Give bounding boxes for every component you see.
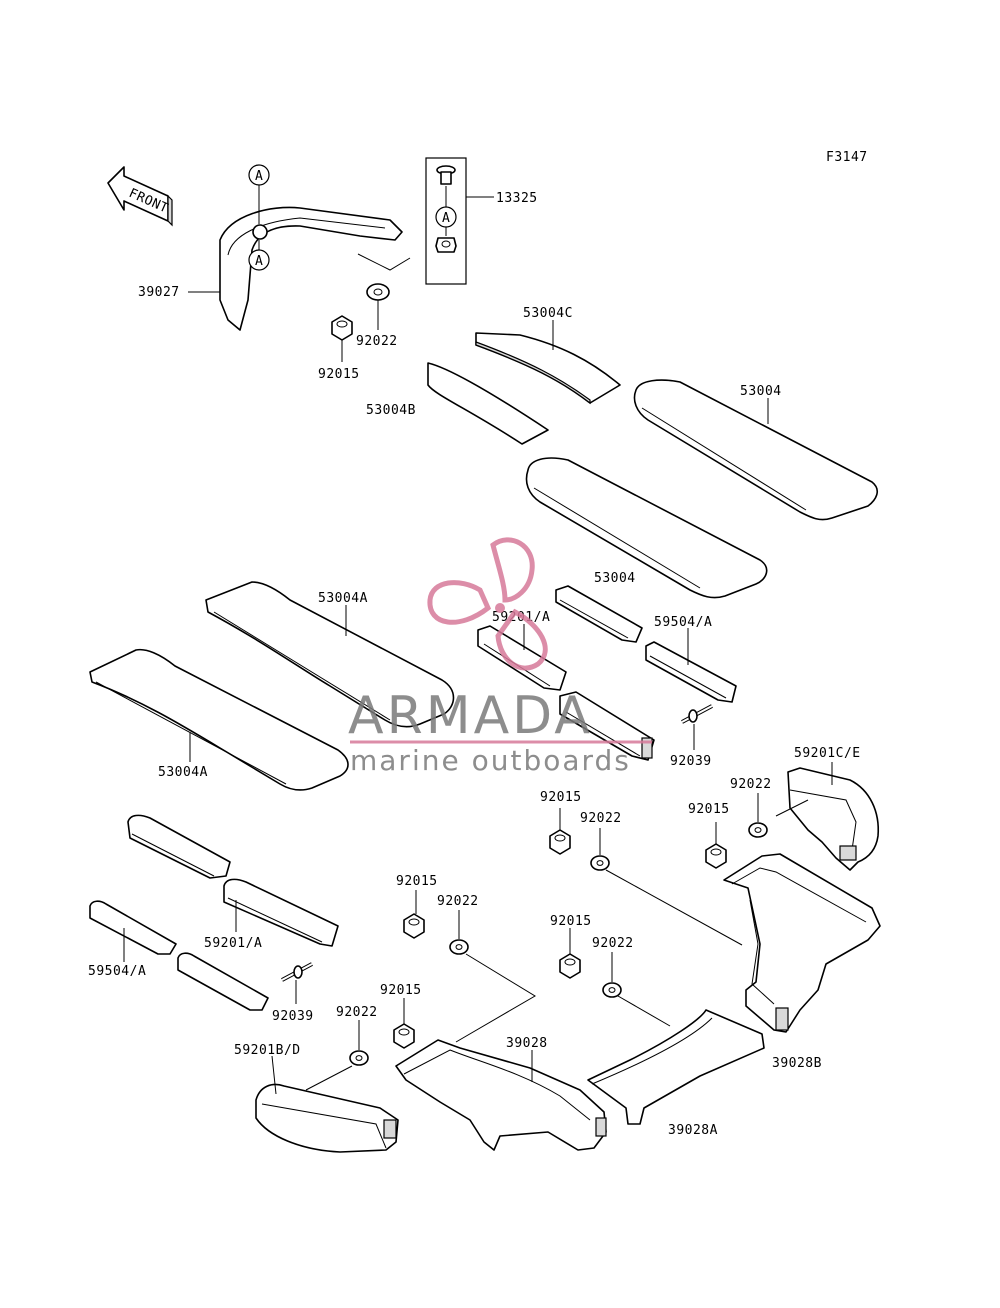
cover-39028A [587,1009,765,1125]
label-92022-c3: 92022 [592,936,634,951]
marker-a-top: A [248,164,270,186]
label-92022-c2: 92022 [437,894,479,909]
mat-53004-middle [525,457,768,599]
label-92015-r1: 92015 [688,802,730,817]
label-92015-c4: 92015 [380,983,422,998]
label-92015-c3: 92015 [550,914,592,929]
cover-39028 [395,1039,607,1151]
label-59201A-lower: 59201/A [204,936,262,951]
watermark-logo: ARMADA marine outboards [348,537,652,777]
cover-39028B [723,853,881,1033]
nut-92015-r1 [705,843,727,869]
rail-59201A-lower [127,814,339,947]
label-92022-r1: 92022 [730,777,772,792]
label-92039-lower: 92039 [272,1009,314,1024]
washer-92022-top [366,283,390,301]
label-59201CE: 59201C/E [794,746,861,761]
svg-text:A: A [442,211,450,226]
svg-text:A: A [255,254,263,269]
watermark-tagline: marine outboards [350,744,631,777]
propeller-icon [427,537,548,671]
pin-92039-upper [681,704,713,724]
diagram-code: F3147 [826,150,868,165]
label-59504A-upper: 59504/A [654,615,712,630]
mat-53004B [427,362,549,445]
label-53004A-upper: 53004A [318,591,368,606]
nut-92015-top [331,315,353,341]
label-13325: 13325 [496,191,538,206]
part-39027-handle [219,206,403,331]
nut-92015-c3 [559,953,581,979]
cap-59201BD [255,1083,399,1153]
label-92039-upper: 92039 [670,754,712,769]
label-39027: 39027 [138,285,180,300]
mat-53004A-lower [89,648,349,791]
washer-92022-r1 [748,822,768,838]
label-59504A-lower: 59504/A [88,964,146,979]
strip-59504A-lower [89,900,269,1011]
label-59201BD: 59201B/D [234,1043,301,1058]
watermark-brand: ARMADA [348,686,593,746]
label-92015-c2: 92015 [396,874,438,889]
mat-53004-upper [633,379,879,521]
label-92015-top: 92015 [318,367,360,382]
label-53004C: 53004C [523,306,573,321]
washer-92022-c4 [349,1050,369,1066]
marker-a-bottom: A [248,249,270,271]
washer-92022-c2 [449,939,469,955]
nut-92015-c4 [393,1023,415,1049]
label-53004-upper: 53004 [740,384,782,399]
pin-92039-lower [281,962,313,982]
nut-92015-c2 [403,913,425,939]
cap-59201CE [787,767,880,871]
part-13325-bolt-kit: A [425,157,467,285]
label-53004A-lower: 53004A [158,765,208,780]
label-53004-middle: 53004 [594,571,636,586]
washer-92022-c1 [590,855,610,871]
label-53004B: 53004B [366,403,416,418]
mat-53004A-upper [205,581,455,728]
label-92022-c4: 92022 [336,1005,378,1020]
label-92022-c1: 92022 [580,811,622,826]
washer-92022-c3 [602,982,622,998]
strip-59504A-upper [645,641,737,703]
label-39028: 39028 [506,1036,548,1051]
svg-text:A: A [255,169,263,184]
label-39028A: 39028A [668,1123,718,1138]
front-arrow-icon: FRONT [107,166,173,227]
mat-53004C [475,332,621,405]
label-39028B: 39028B [772,1056,822,1071]
nut-92015-c1 [549,829,571,855]
label-92022-top: 92022 [356,334,398,349]
label-92015-c1: 92015 [540,790,582,805]
